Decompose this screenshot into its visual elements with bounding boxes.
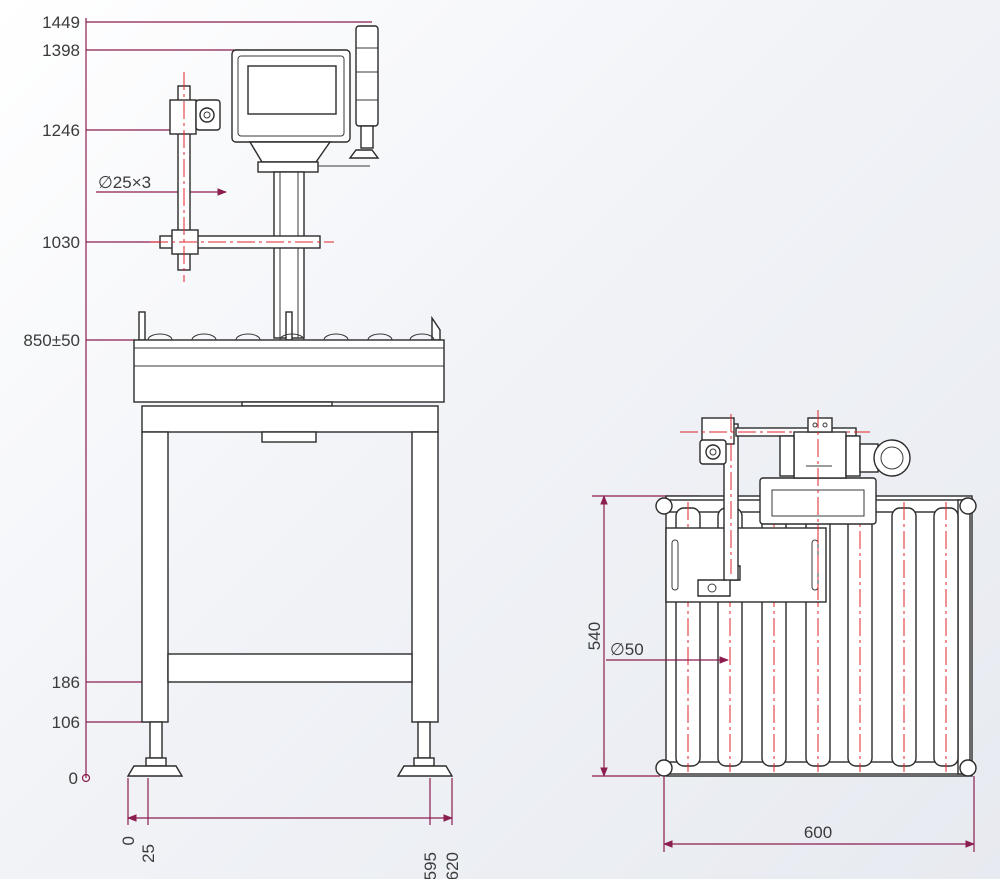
height-label-106: 106 xyxy=(52,713,80,732)
roller-row xyxy=(147,333,435,341)
mounting-plate xyxy=(665,527,827,603)
top-tower-light xyxy=(859,439,911,477)
height-label-0: 0 xyxy=(69,769,78,788)
table-frame xyxy=(141,405,439,723)
width-label: 600 xyxy=(804,823,832,842)
guide-rails xyxy=(138,311,441,341)
height-label-850: 850±50 xyxy=(23,331,80,350)
zero-origin-mark xyxy=(81,773,91,783)
base-label-620: 620 xyxy=(443,852,462,879)
base-label-595: 595 xyxy=(421,852,440,879)
sensor-arm xyxy=(150,72,334,282)
conveyor-platform xyxy=(133,339,445,407)
height-label-1449: 1449 xyxy=(42,13,80,32)
height-label-1246: 1246 xyxy=(42,121,80,140)
height-label-1030: 1030 xyxy=(42,233,80,252)
support-column xyxy=(273,171,305,339)
height-label-186: 186 xyxy=(52,673,80,692)
top-display-head xyxy=(759,410,877,600)
tower-light xyxy=(318,25,380,167)
base-label-0: 0 xyxy=(119,836,138,845)
top-view: 540 xyxy=(585,410,977,852)
depth-label: 540 xyxy=(585,622,604,650)
display-head xyxy=(231,49,351,173)
roller-diameter-label: ∅50 xyxy=(610,640,644,659)
pipe-diameter-label: ∅25×3 xyxy=(98,173,151,192)
width-dimension-lines xyxy=(663,776,975,852)
base-dimension-lines xyxy=(127,778,453,825)
height-label-1398: 1398 xyxy=(42,41,80,60)
base-label-25: 25 xyxy=(139,844,158,863)
leveling-feet xyxy=(126,721,454,777)
side-view: 1449 1398 1246 1030 850±50 186 106 0 ∅25… xyxy=(23,13,462,879)
